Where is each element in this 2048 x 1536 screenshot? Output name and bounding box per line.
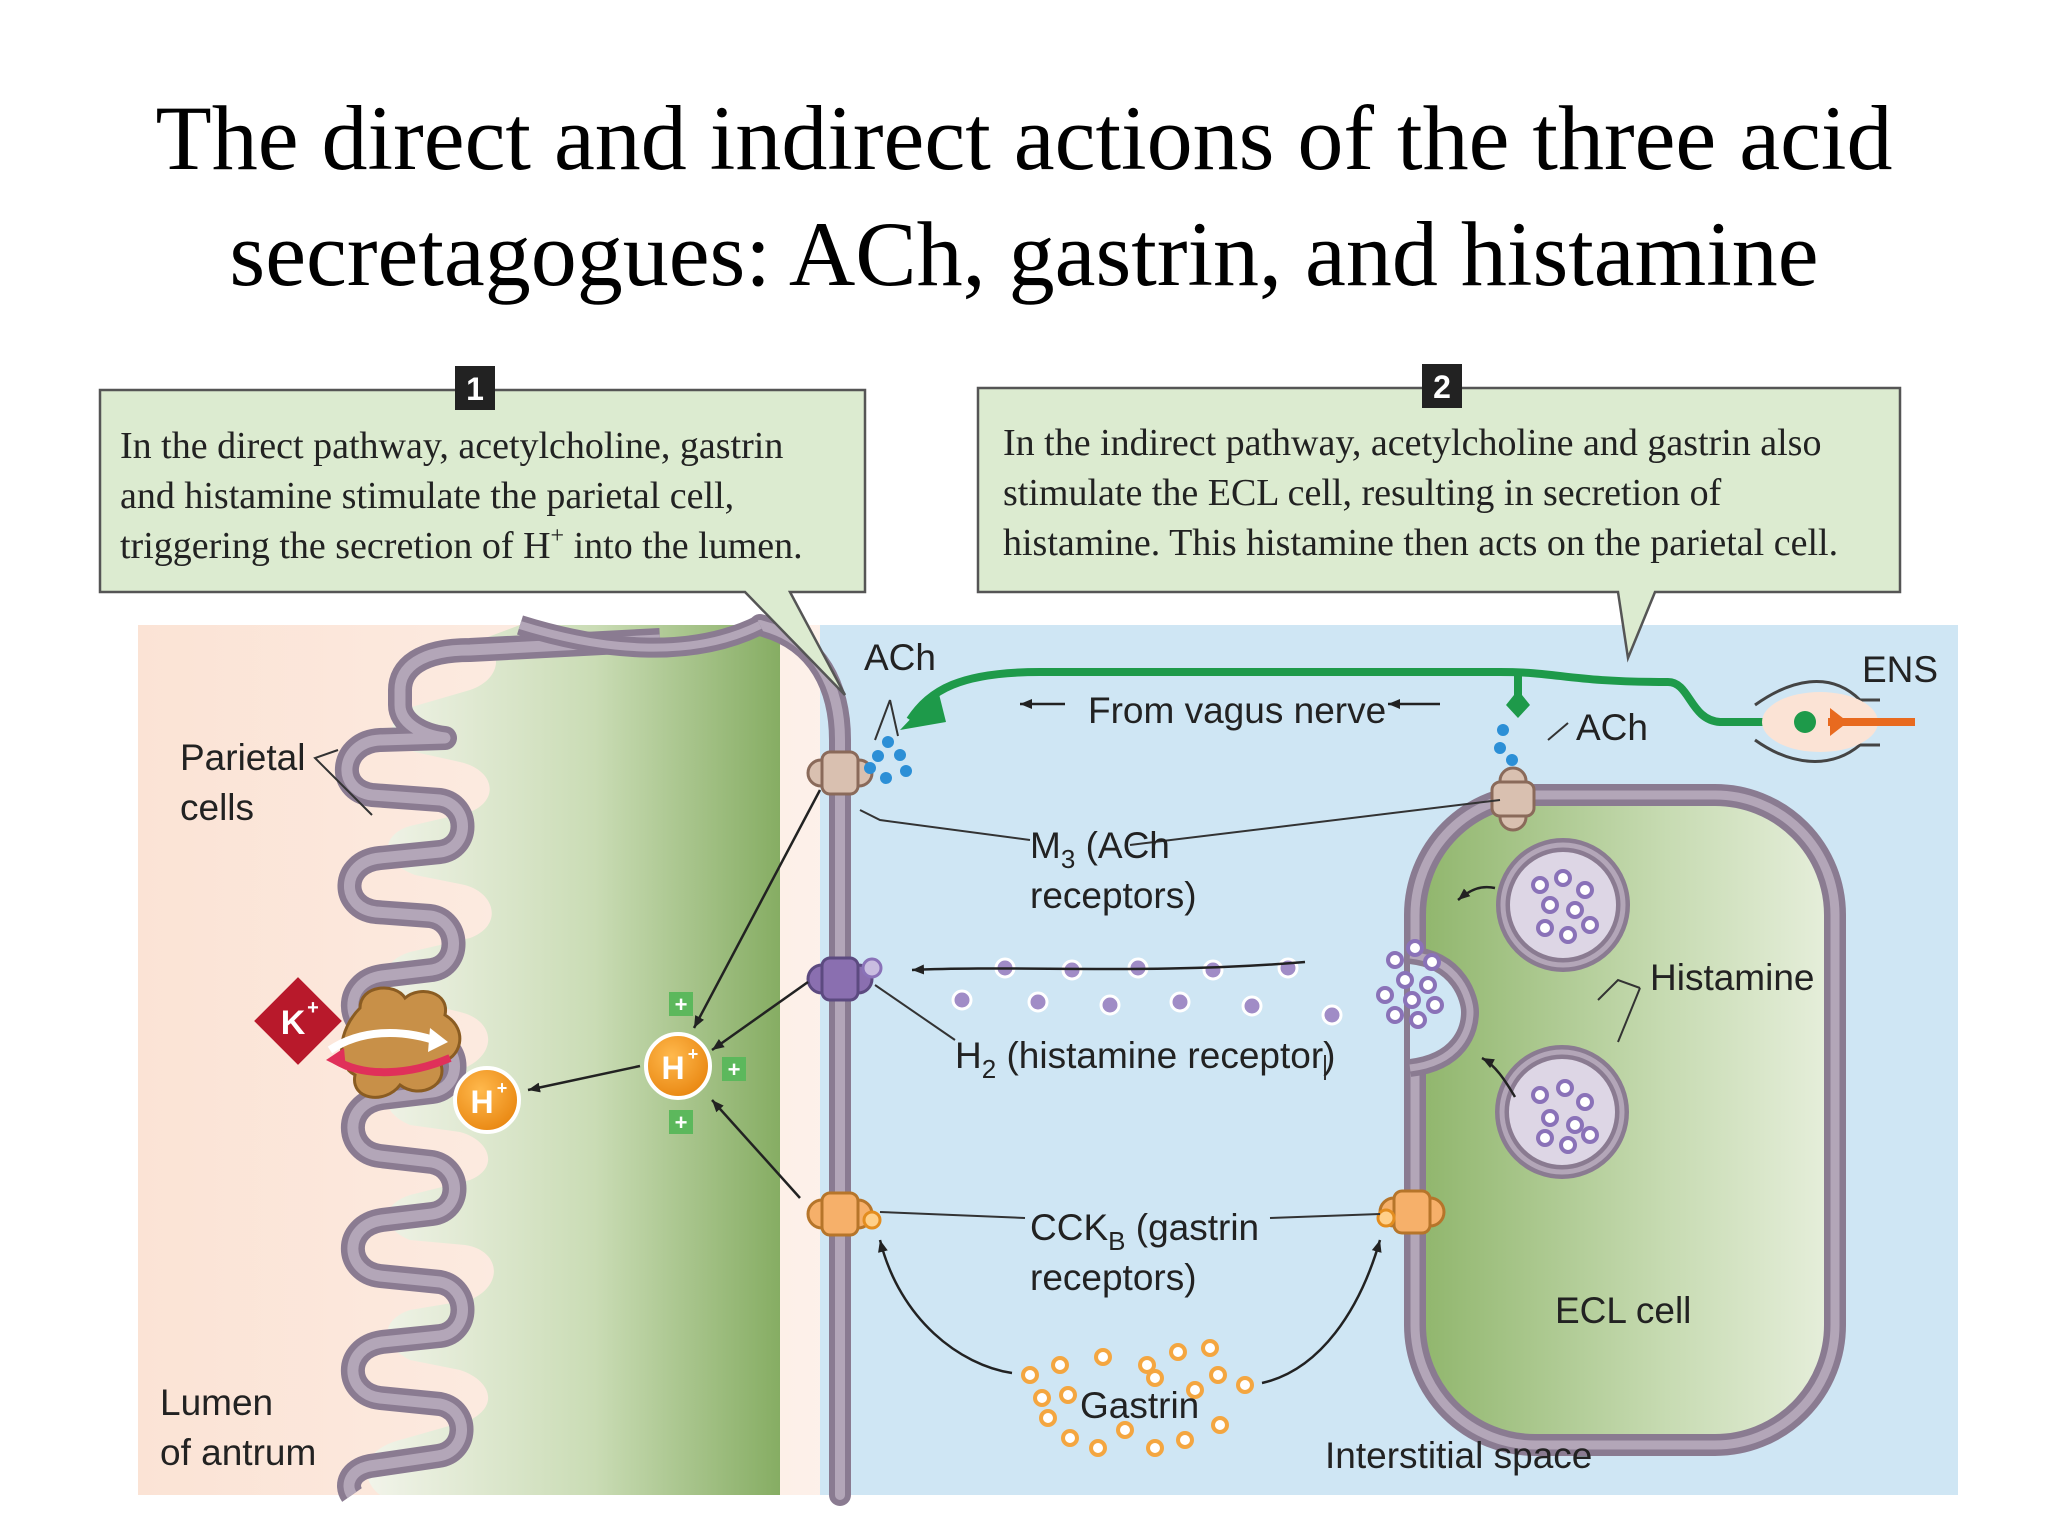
vagus-nerve bbox=[900, 668, 1805, 730]
label-lumen: Lumen bbox=[160, 1382, 273, 1423]
k-ion-icon: K + bbox=[254, 977, 342, 1065]
h-ion-icon: H + bbox=[453, 1066, 521, 1134]
label-ach-left: ACh bbox=[864, 637, 936, 678]
slide-title: The direct and indirect actions of the t… bbox=[0, 80, 2048, 312]
arrow-icon bbox=[711, 1099, 801, 1199]
gastrin-molecules bbox=[1021, 1339, 1254, 1457]
title-line-2: secretagogues: ACh, gastrin, and histami… bbox=[229, 203, 1819, 305]
label-gastrin: Gastrin bbox=[1080, 1385, 1199, 1426]
h2-receptor-icon bbox=[806, 956, 883, 1002]
k-ion-plus: + bbox=[307, 997, 319, 1019]
label-cckb-2: receptors) bbox=[1030, 1257, 1197, 1298]
arrow-icon bbox=[878, 1239, 1013, 1375]
k-ion-label: K bbox=[281, 1004, 306, 1042]
label-vagus: From vagus nerve bbox=[1088, 690, 1386, 731]
callout-1-line-2: and histamine stimulate the parietal cel… bbox=[120, 475, 734, 517]
m3-receptor-icon bbox=[1490, 766, 1536, 832]
arrow-icon bbox=[711, 980, 809, 1052]
callout-1-line-3: triggering the secretion of H+ into the … bbox=[120, 523, 803, 567]
h-ion-plus: + bbox=[688, 1044, 699, 1064]
svg-text:+: + bbox=[728, 1057, 741, 1082]
label-lumen-2: of antrum bbox=[160, 1432, 316, 1473]
title-line-1: The direct and indirect actions of the t… bbox=[155, 87, 1893, 189]
arrow-icon bbox=[911, 960, 1306, 975]
callout-2: 2 In the indirect pathway, acetylcholine… bbox=[976, 364, 1902, 663]
label-ens: ENS bbox=[1862, 649, 1938, 690]
callout-2-line-2: stimulate the ECL cell, resulting in sec… bbox=[1003, 472, 1722, 514]
h-ion-label: H bbox=[661, 1050, 684, 1086]
arrow-icon bbox=[527, 1064, 641, 1093]
histamine-vesicle-icon bbox=[1496, 838, 1630, 972]
svg-text:+: + bbox=[675, 1110, 688, 1135]
label-parietal-cells: Parietal bbox=[180, 737, 305, 778]
label-h2: H2 (histamine receptor) bbox=[955, 1035, 1336, 1084]
label-m3-2: receptors) bbox=[1030, 875, 1197, 916]
label-ach-right: ACh bbox=[1576, 707, 1648, 748]
proton-pump-icon bbox=[326, 986, 462, 1099]
callout-1: 1 In the direct pathway, acetylcholine, … bbox=[98, 366, 867, 696]
histamine-vesicle-icon bbox=[1495, 1045, 1629, 1179]
label-histamine: Histamine bbox=[1650, 957, 1815, 998]
label-interstitial: Interstitial space bbox=[1325, 1435, 1592, 1476]
label-m3: M3 (ACh bbox=[1030, 825, 1170, 874]
ens-neuron-icon bbox=[1754, 680, 1915, 763]
leader-lines bbox=[313, 699, 1641, 1219]
arrow-icon bbox=[692, 789, 822, 1029]
svg-text:+: + bbox=[675, 992, 688, 1017]
label-ecl-cell: ECL cell bbox=[1555, 1290, 1691, 1331]
cckb-receptor-icon bbox=[806, 1191, 882, 1237]
h-ion-plus: + bbox=[497, 1078, 508, 1098]
callout-2-line-3: histamine. This histamine then acts on t… bbox=[1003, 522, 1838, 564]
histamine-molecules bbox=[1376, 869, 1599, 1154]
nerve-terminal-icon bbox=[900, 690, 946, 730]
nerve-terminal-icon bbox=[1506, 690, 1530, 718]
label-cckb: CCKB (gastrin bbox=[1030, 1207, 1259, 1256]
ecl-cell bbox=[1404, 784, 1846, 1456]
callout-1-line-1: In the direct pathway, acetylcholine, ga… bbox=[120, 425, 783, 467]
stimulation-plus-icons: + + + bbox=[669, 992, 746, 1135]
h-ion-icon: H + bbox=[644, 1032, 712, 1100]
callout-2-line-1: In the indirect pathway, acetylcholine a… bbox=[1003, 422, 1821, 464]
h-ion-label: H bbox=[470, 1084, 493, 1120]
callout-2-number: 2 bbox=[1433, 369, 1451, 405]
arrow-icon bbox=[1481, 1056, 1517, 1098]
label-parietal-cells-2: cells bbox=[180, 787, 254, 828]
cckb-receptor-icon bbox=[1376, 1189, 1446, 1235]
arrow-icon bbox=[1261, 1239, 1382, 1385]
m3-receptor-icon bbox=[806, 750, 874, 796]
arrow-icon bbox=[1457, 885, 1496, 901]
ach-molecules bbox=[864, 724, 1518, 784]
callout-1-number: 1 bbox=[466, 371, 484, 407]
pathway-arrows bbox=[527, 699, 1517, 1385]
